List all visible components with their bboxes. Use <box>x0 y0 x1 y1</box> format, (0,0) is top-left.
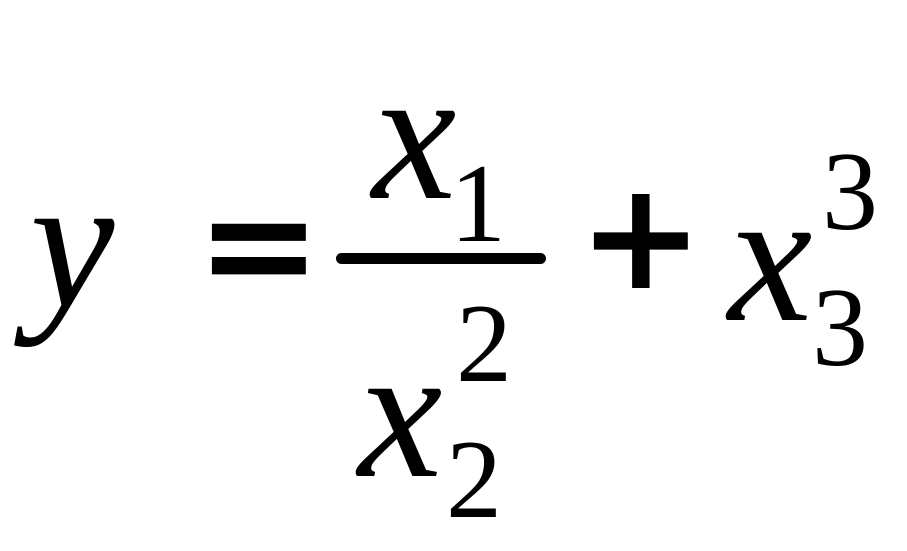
term-variable-x: x <box>728 152 813 362</box>
equals-sign: = <box>196 158 322 332</box>
denominator-subscript: 2 <box>446 418 502 542</box>
plus-sign: + <box>578 150 704 324</box>
fraction-bar <box>336 253 546 264</box>
lhs-variable-y: y <box>30 138 115 348</box>
denominator-superscript: 2 <box>456 282 512 406</box>
denominator-variable-x: x <box>358 308 443 518</box>
term-subscript: 3 <box>812 266 868 390</box>
numerator-variable-x: x <box>372 30 457 240</box>
term-superscript: 3 <box>822 130 878 254</box>
numerator-subscript: 1 <box>450 142 506 266</box>
